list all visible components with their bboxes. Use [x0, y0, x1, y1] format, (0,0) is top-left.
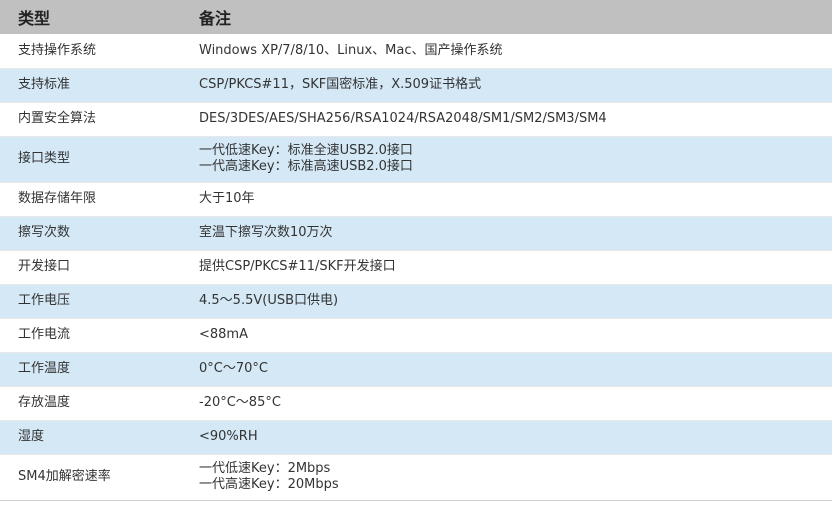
- row-type-cell: 内置安全算法: [18, 111, 97, 126]
- row-type-cell: 接口类型: [18, 151, 71, 166]
- remark-line: 4.5～5.5V(USB口供电): [199, 293, 339, 308]
- header-type: 类型: [18, 9, 51, 28]
- row-type-cell: 擦写次数: [18, 225, 71, 240]
- table-row: 工作电流 <88mA: [0, 318, 832, 352]
- row-remark-cell: <88mA: [180, 318, 832, 352]
- remark-line: 一代低速Key：标准全速USB2.0接口: [199, 143, 413, 158]
- row-type-cell: 支持操作系统: [18, 42, 97, 58]
- table-row: 内置安全算法 DES/3DES/AES/SHA256/RSA1024/RSA204…: [0, 102, 832, 136]
- table-row: 开发接口 提供CSP/PKCS#11/SKF开发接口: [0, 250, 832, 284]
- remark-line: -20°C～85°C: [199, 395, 281, 410]
- row-type-cell: 数据存储年限: [18, 191, 97, 206]
- table-row: 数据存储年限 大于10年: [0, 182, 832, 216]
- table-row: 存放温度 -20°C～85°C: [0, 386, 832, 420]
- row-remark-cell: 大于10年: [180, 182, 832, 216]
- header-remark: 备注: [199, 9, 232, 28]
- row-remark-cell: 室温下擦写次数10万次: [180, 216, 832, 250]
- row-remark-cell: 提供CSP/PKCS#11/SKF开发接口: [180, 250, 832, 284]
- row-type-cell: 工作电压: [18, 293, 71, 308]
- table-row: 接口类型 一代低速Key：标准全速USB2.0接口一代高速Key：标准高速USB2…: [0, 136, 832, 182]
- table-row: 擦写次数 室温下擦写次数10万次: [0, 216, 832, 250]
- table-body: 支持操作系统 Windows XP/7/8/10、Linux、Mac、国产操作系统…: [0, 34, 832, 500]
- remark-line: 一代高速Key：标准高速USB2.0接口: [199, 159, 413, 174]
- row-type-cell: 工作温度: [18, 361, 71, 376]
- row-remark-cell: 4.5～5.5V(USB口供电): [180, 284, 832, 318]
- remark-line: 0°C～70°C: [199, 361, 268, 376]
- table-row: 支持标准 CSP/PKCS#11，SKF国密标准，X.509证书格式: [0, 68, 832, 102]
- remark-line: 一代低速Key：2Mbps: [199, 461, 331, 476]
- remark-line: 一代高速Key：20Mbps: [199, 477, 339, 492]
- row-type-cell: SM4加解密速率: [18, 469, 111, 484]
- row-remark-cell: CSP/PKCS#11，SKF国密标准，X.509证书格式: [180, 68, 832, 102]
- remark-line: CSP/PKCS#11，SKF国密标准，X.509证书格式: [199, 77, 482, 92]
- row-remark-cell: DES/3DES/AES/SHA256/RSA1024/RSA2048/SM1/…: [180, 102, 832, 136]
- table-header: 类型 备注: [0, 0, 832, 34]
- row-type-cell: 开发接口: [18, 259, 71, 274]
- row-type-cell: 存放温度: [18, 395, 71, 410]
- remark-line: <90%RH: [199, 429, 258, 444]
- row-type-cell: 湿度: [18, 429, 45, 444]
- remark-line: 室温下擦写次数10万次: [199, 225, 333, 240]
- remark-line: 大于10年: [199, 191, 255, 206]
- spec-table: 类型 备注 支持操作系统 Windows XP/7/8/10、Linux、Mac、…: [0, 0, 832, 500]
- remark-line: DES/3DES/AES/SHA256/RSA1024/RSA2048/SM1/…: [199, 111, 607, 126]
- table-row: 湿度 <90%RH: [0, 420, 832, 454]
- row-remark-cell: <90%RH: [180, 420, 832, 454]
- header-row: 类型 备注: [0, 0, 832, 34]
- table-row: 支持操作系统 Windows XP/7/8/10、Linux、Mac、国产操作系统: [0, 34, 832, 68]
- row-type-cell: 支持标准: [18, 77, 71, 92]
- remark-line: <88mA: [199, 327, 248, 342]
- remark-line: 提供CSP/PKCS#11/SKF开发接口: [199, 259, 396, 274]
- row-remark-cell: 0°C～70°C: [180, 352, 832, 386]
- row-remark-cell: -20°C～85°C: [180, 386, 832, 420]
- table-row: 工作温度 0°C～70°C: [0, 352, 832, 386]
- row-remark-cell: Windows XP/7/8/10、Linux、Mac、国产操作系统: [180, 34, 832, 68]
- row-remark-cell: 一代低速Key：标准全速USB2.0接口一代高速Key：标准高速USB2.0接口: [180, 136, 832, 182]
- row-type-cell: 工作电流: [18, 327, 71, 342]
- remark-line: Windows XP/7/8/10、Linux、Mac、国产操作系统: [199, 42, 503, 58]
- table-row: 工作电压 4.5～5.5V(USB口供电): [0, 284, 832, 318]
